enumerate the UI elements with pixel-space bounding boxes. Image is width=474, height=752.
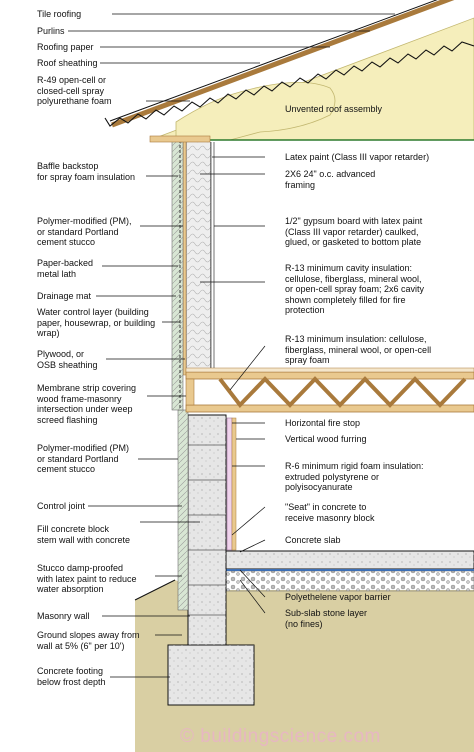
rigid-foam-insulation [226,417,233,551]
footing-texture [168,645,254,705]
label-pm-stucco-upper: Polymer-modified (PM),or standard Portla… [37,216,132,247]
right-leaders [200,156,266,614]
masonry-block-wall [187,414,227,646]
lower-stucco-hatch [178,410,188,610]
label-stone-layer: Sub-slab stone layer(no fines) [285,608,368,629]
wood-frame-wall [171,139,215,411]
label-r13-cavity: R-13 minimum cavity insulation:cellulose… [285,263,425,315]
label-control-joint: Control joint [37,501,86,511]
label-roofing-paper: Roofing paper [37,42,94,52]
label-gypsum: 1/2" gypsum board with latex paint(Class… [285,216,423,247]
vertical-furring [231,417,237,551]
label-furring: Vertical wood furring [285,434,367,444]
label-drainage-mat: Drainage mat [37,291,92,301]
floor-truss [185,367,474,413]
left-leaders [68,13,395,678]
slab-texture [225,551,474,569]
label-r13-min: R-13 minimum insulation: cellulose,fiber… [285,334,432,365]
sub-slab-stone [224,570,474,592]
label-masonry-wall: Masonry wall [37,611,90,621]
label-latex-paint: Latex paint (Class III vapor retarder) [285,152,430,162]
label-fire-stop: Horizontal fire stop [285,418,361,428]
label-pm-stucco-lower: Polymer-modified (PM)or standard Portlan… [37,443,130,474]
label-unvented-roof: Unvented roof assembly [285,104,383,114]
label-slab: Concrete slab [285,535,341,545]
label-vapor-barrier: Polyethelene vapor barrier [285,592,391,602]
label-tile-roofing: Tile roofing [37,9,82,19]
label-roof-sheathing: Roof sheathing [37,58,98,68]
label-rigid-foam: R-6 minimum rigid foam insulation:extrud… [285,461,424,492]
watermark: © buildingscience.com [180,726,381,747]
label-purlins: Purlins [37,26,65,36]
roof-assembly [104,0,474,143]
